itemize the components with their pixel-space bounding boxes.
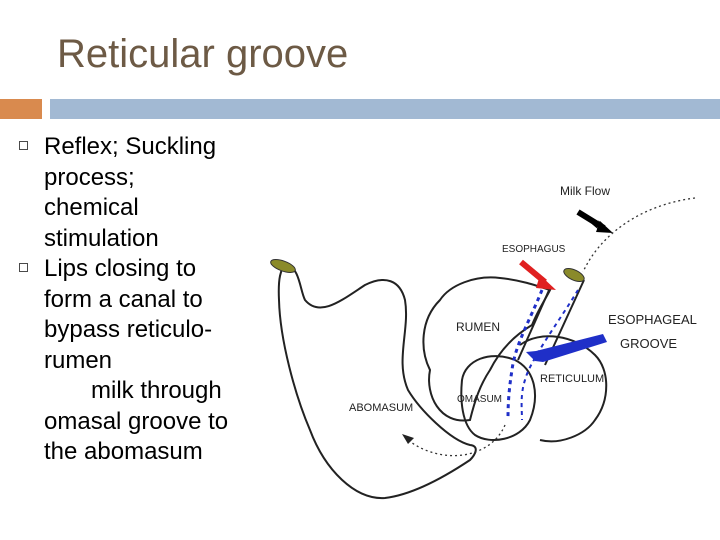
- abomasum-flow-arrowhead: [402, 434, 414, 444]
- label-abomasum: ABOMASUM: [349, 402, 413, 414]
- ruminant-stomach-diagram: Milk Flow ESOPHAGUS ESOPHAGEAL GROOVE RU…: [270, 184, 697, 500]
- bullet-line: bypass reticulo-: [44, 316, 213, 343]
- bullet-item: Reflex; Suckling process; chemical stimu…: [16, 132, 266, 254]
- label-omasum: OMASUM: [457, 394, 502, 405]
- bullet-line: Reflex; Suckling: [44, 133, 217, 160]
- reticulum-outline: [519, 335, 608, 443]
- omasum-outline: [460, 355, 536, 441]
- square-bullet-icon: [19, 141, 28, 150]
- bullet-line: stimulation: [44, 224, 159, 252]
- bullet-line: milk through: [91, 377, 222, 404]
- esophageal-groove-arrow: [526, 334, 607, 362]
- bullet-line: omasal groove to: [44, 407, 229, 435]
- abomasum-outline: [277, 261, 477, 500]
- esophageal-groove-path: [506, 289, 544, 421]
- label-reticulum: RETICULUM: [540, 373, 604, 385]
- bullet-list: Reflex; Suckling process; chemical stimu…: [16, 132, 266, 468]
- bullet-line: form a canal to: [44, 285, 203, 313]
- bullet-line: chemical: [44, 194, 139, 221]
- bullet-line: Lips closing to: [44, 255, 197, 282]
- label-groove: GROOVE: [620, 336, 677, 351]
- esophagus-wall: [517, 287, 551, 361]
- bullet-line: the abomasum: [44, 438, 203, 465]
- square-bullet-icon: [19, 263, 28, 272]
- title-bar: [50, 99, 720, 119]
- label-esophageal: ESOPHAGEAL: [608, 312, 697, 327]
- esophagus-arrow-head: [536, 275, 556, 290]
- slide-title: Reticular groove: [57, 32, 349, 76]
- milk-flow-path: [582, 197, 696, 273]
- milk-flow-arrow-head: [596, 221, 613, 233]
- bullet-item: Lips closing to form a canal to bypass r…: [16, 254, 266, 468]
- esophagus-cap: [563, 268, 585, 282]
- accent-bar: [0, 99, 42, 119]
- label-rumen: RUMEN: [456, 320, 500, 334]
- rumen-outline: [422, 276, 552, 422]
- label-milk-flow: Milk Flow: [560, 184, 610, 198]
- bullet-line: process;: [44, 163, 135, 191]
- abomasum-cap: [270, 259, 296, 273]
- bullet-line: rumen: [44, 346, 113, 374]
- label-esophagus: ESOPHAGUS: [502, 244, 566, 255]
